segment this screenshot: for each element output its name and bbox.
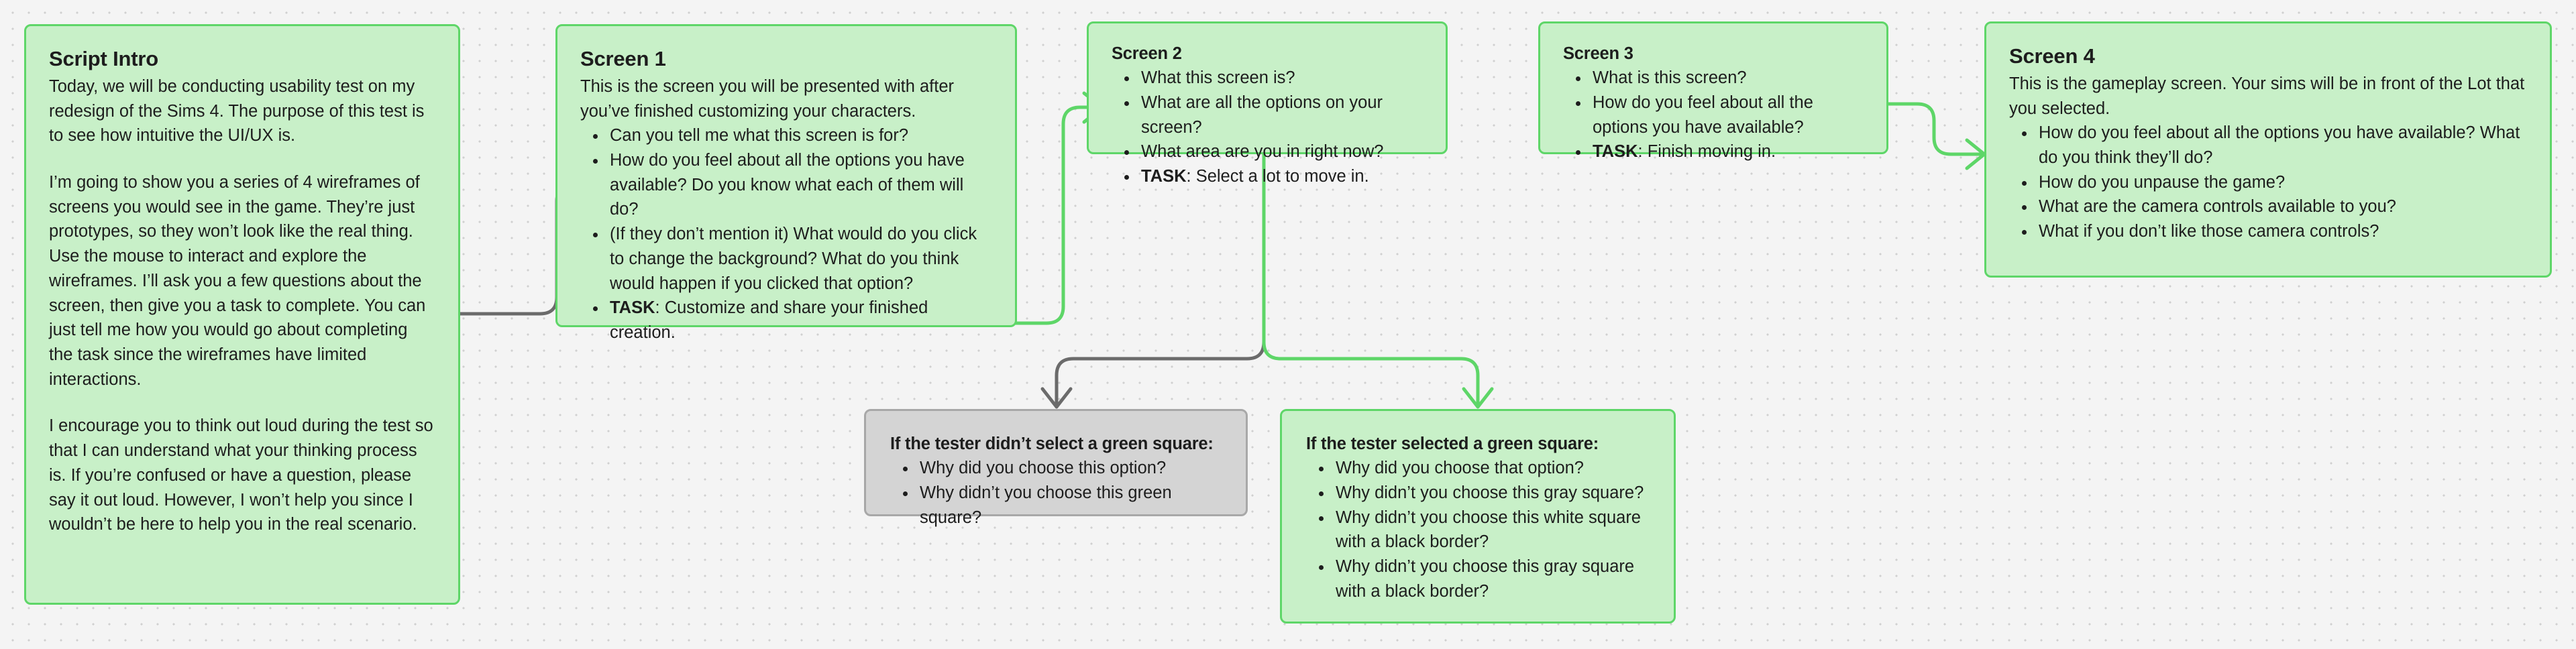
node-branch-green-square[interactable]: If the tester selected a green square: W…	[1280, 409, 1676, 624]
list-item: Why didn’t you choose this white square …	[1333, 506, 1650, 554]
script-intro-paragraph-3: I encourage you to think out loud during…	[49, 416, 433, 534]
node-screen-3[interactable]: Screen 3 What is this screen? How do you…	[1538, 21, 1888, 161]
list-item: How do you unpause the game?	[2036, 170, 2527, 195]
list-item: What this screen is?	[1138, 66, 1423, 91]
list-item: Why didn’t you choose this gray square w…	[1333, 554, 1650, 603]
screen-2-bullet-list: What this screen is? What are all the op…	[1112, 66, 1423, 189]
paragraph-spacer	[49, 148, 435, 170]
screen-4-intro: This is the gameplay screen. Your sims w…	[2009, 74, 2525, 118]
list-item: Why did you choose that option?	[1333, 456, 1650, 481]
node-title: Screen 3	[1563, 44, 1633, 63]
list-item: How do you feel about all the options yo…	[2036, 121, 2527, 170]
connector-screen3-to-screen4	[1886, 102, 1986, 170]
node-title: Screen 1	[580, 47, 666, 70]
list-item: (If they don’t mention it) What would do…	[607, 222, 992, 296]
list-item: Why did you choose this option?	[917, 456, 1222, 481]
list-item: Why didn’t you choose this green square?	[917, 481, 1222, 530]
node-title: Screen 4	[2009, 44, 2095, 68]
node-screen-4[interactable]: Screen 4 This is the gameplay screen. Yo…	[1984, 21, 2552, 278]
list-item: What are all the options on your screen?	[1138, 91, 1423, 139]
node-screen-1[interactable]: Screen 1 This is the screen you will be …	[555, 24, 1017, 342]
node-title: Script Intro	[49, 47, 158, 70]
list-item: Can you tell me what this screen is for?	[607, 123, 992, 148]
task-label: TASK	[1593, 142, 1638, 162]
list-item: What is this screen?	[1590, 66, 1864, 91]
screen-1-bullet-list: Can you tell me what this screen is for?…	[580, 123, 992, 345]
branch-green-bullet-list: Why did you choose that option? Why didn…	[1306, 456, 1650, 603]
screen-4-bullet-list: How do you feel about all the options yo…	[2009, 121, 2527, 244]
list-item: What are the camera controls available t…	[2036, 194, 2527, 219]
connector-screen2-to-branch-no-green	[1040, 152, 1266, 409]
node-screen-2[interactable]: Screen 2 What this screen is? What are a…	[1087, 21, 1448, 186]
connector-screen2-to-branch-green	[1262, 152, 1494, 409]
node-title: Screen 2	[1112, 44, 1182, 63]
list-item-task: TASK: Select a lot to move in.	[1138, 164, 1423, 189]
branch-title: If the tester didn’t select a green squa…	[890, 434, 1214, 453]
task-label: TASK	[610, 298, 655, 318]
script-intro-paragraph-2: I’m going to show you a series of 4 wire…	[49, 172, 426, 389]
list-item: How do you feel about all the options yo…	[1590, 91, 1864, 139]
script-intro-paragraph-1: Today, we will be conducting usability t…	[49, 76, 425, 145]
screen-3-bullet-list: What is this screen? How do you feel abo…	[1563, 66, 1864, 164]
list-item: What if you don’t like those camera cont…	[2036, 219, 2527, 244]
branch-no-green-bullet-list: Why did you choose this option? Why didn…	[890, 456, 1222, 530]
paragraph-spacer	[49, 392, 435, 414]
node-script-intro[interactable]: Script Intro Today, we will be conductin…	[24, 24, 460, 605]
list-item-task: TASK: Customize and share your finished …	[607, 296, 992, 345]
list-item: Why didn’t you choose this gray square?	[1333, 481, 1650, 506]
list-item: How do you feel about all the options yo…	[607, 148, 992, 222]
branch-title: If the tester selected a green square:	[1306, 434, 1599, 453]
screen-1-intro: This is the screen you will be presented…	[580, 76, 955, 121]
task-label: TASK	[1141, 166, 1187, 186]
list-item-task: TASK: Finish moving in.	[1590, 139, 1864, 164]
list-item: What area are you in right now?	[1138, 139, 1423, 164]
node-branch-no-green-square[interactable]: If the tester didn’t select a green squa…	[864, 409, 1248, 527]
